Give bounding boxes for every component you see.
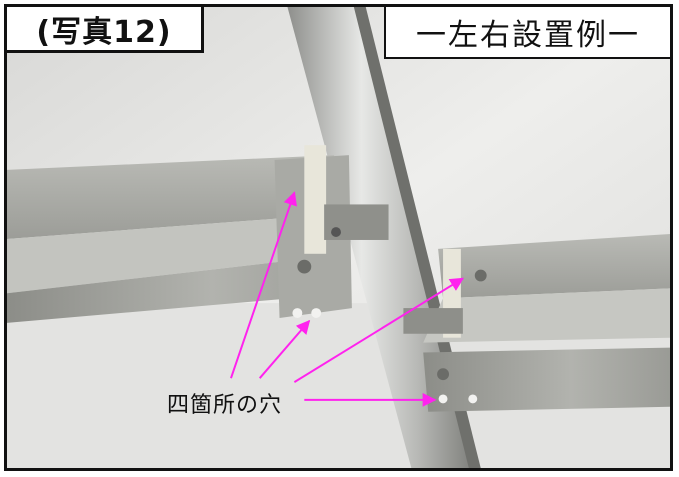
example-title: 一左右設置例一 [384,7,670,59]
holes-annotation: 四箇所の穴 [167,393,283,418]
bracket-photo [7,7,670,468]
photo-number-label: (写真12) [7,7,204,53]
photo-frame: (写真12) 一左右設置例一 四箇所の穴 [4,4,673,471]
